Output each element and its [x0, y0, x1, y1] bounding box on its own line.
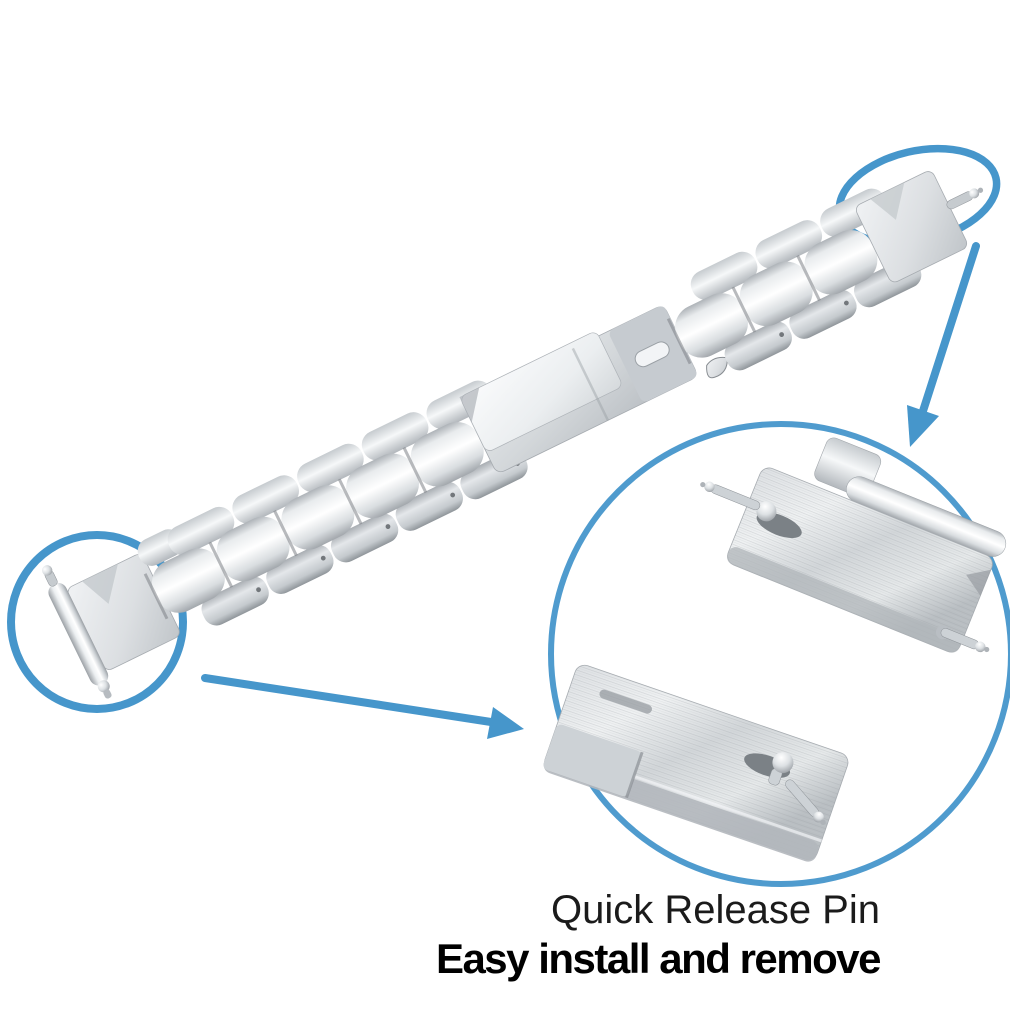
release-knob	[756, 501, 777, 522]
release-knob	[772, 752, 794, 774]
quick-release-spring-bar	[41, 565, 112, 699]
arrow-down-icon	[907, 242, 980, 447]
link-step-notch	[543, 724, 641, 797]
detail-upper-end-link	[700, 437, 1007, 653]
clasp-slot	[634, 341, 670, 368]
caption-block: Quick Release Pin Easy install and remov…	[435, 888, 882, 982]
pin-tip	[97, 680, 110, 693]
detail-lower-end-link	[543, 664, 849, 862]
arrow-right-icon	[201, 674, 524, 739]
pin-tip-right	[785, 779, 826, 826]
watch-band	[41, 171, 984, 699]
band-end-link-right	[855, 171, 984, 283]
caption-quick-release-pin: Quick Release Pin	[550, 888, 880, 932]
release-knob	[41, 565, 53, 576]
caption-easy-install: Easy install and remove	[435, 935, 882, 982]
band-clasp	[459, 306, 728, 473]
callout-circle-left	[7, 531, 187, 713]
link-groove	[599, 689, 652, 714]
pin-tip-lower-right	[935, 625, 990, 653]
clasp-release-hook	[706, 356, 728, 379]
pin-tip	[969, 188, 980, 199]
